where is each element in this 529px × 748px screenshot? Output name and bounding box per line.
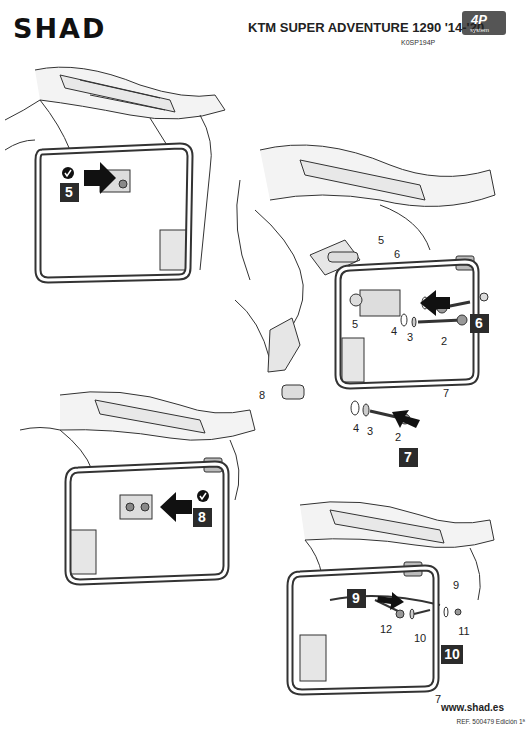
callout-number: 12 bbox=[379, 624, 393, 635]
kit-reference: K0SP194P bbox=[400, 39, 436, 46]
model-title: KTM SUPER ADVENTURE 1290 '14-'20 bbox=[248, 21, 484, 35]
direction-arrow bbox=[84, 162, 450, 610]
callout-number: 2 bbox=[440, 336, 448, 347]
step-number: 9 bbox=[352, 591, 360, 605]
callout-number: 4 bbox=[352, 423, 360, 434]
badge-text: 4P bbox=[470, 13, 488, 26]
step-number: 6 bbox=[475, 316, 483, 330]
callout-number: 3 bbox=[406, 332, 414, 343]
step-number-box: 9 bbox=[347, 589, 366, 608]
step-number-box: 5 bbox=[60, 183, 79, 202]
callout-number: 4 bbox=[390, 326, 398, 337]
step-number: 8 bbox=[198, 510, 206, 524]
hardware bbox=[328, 252, 488, 619]
callout-number: 2 bbox=[394, 432, 402, 443]
brand-logo: SHAD bbox=[12, 15, 107, 42]
callout-number: 8 bbox=[258, 390, 266, 401]
callout-number: 9 bbox=[452, 580, 460, 591]
badge-text: system bbox=[469, 27, 490, 33]
step-number-box: 6 bbox=[470, 314, 489, 333]
document-reference: REF. 500479 Edición 1ª bbox=[455, 719, 526, 726]
callout-number: 3 bbox=[366, 426, 374, 437]
pannier-frame bbox=[38, 146, 476, 692]
website: www.shad.es bbox=[440, 703, 505, 713]
step-number: 5 bbox=[65, 185, 73, 199]
callout-number: 7 bbox=[442, 388, 450, 399]
callout-number: 5 bbox=[351, 319, 359, 330]
callout-number: 5 bbox=[377, 235, 385, 246]
step-number: 7 bbox=[404, 450, 412, 464]
bike-outline bbox=[5, 67, 495, 681]
step-number-box: 8 bbox=[193, 508, 212, 527]
step-number-box: 10 bbox=[441, 645, 463, 664]
tighten-check-icon bbox=[62, 167, 209, 502]
callout-number: 11 bbox=[457, 626, 470, 637]
callout-number: 10 bbox=[413, 633, 427, 644]
callout-number: 6 bbox=[393, 249, 401, 260]
step-number-box: 7 bbox=[399, 448, 418, 467]
step-number: 10 bbox=[444, 647, 460, 661]
